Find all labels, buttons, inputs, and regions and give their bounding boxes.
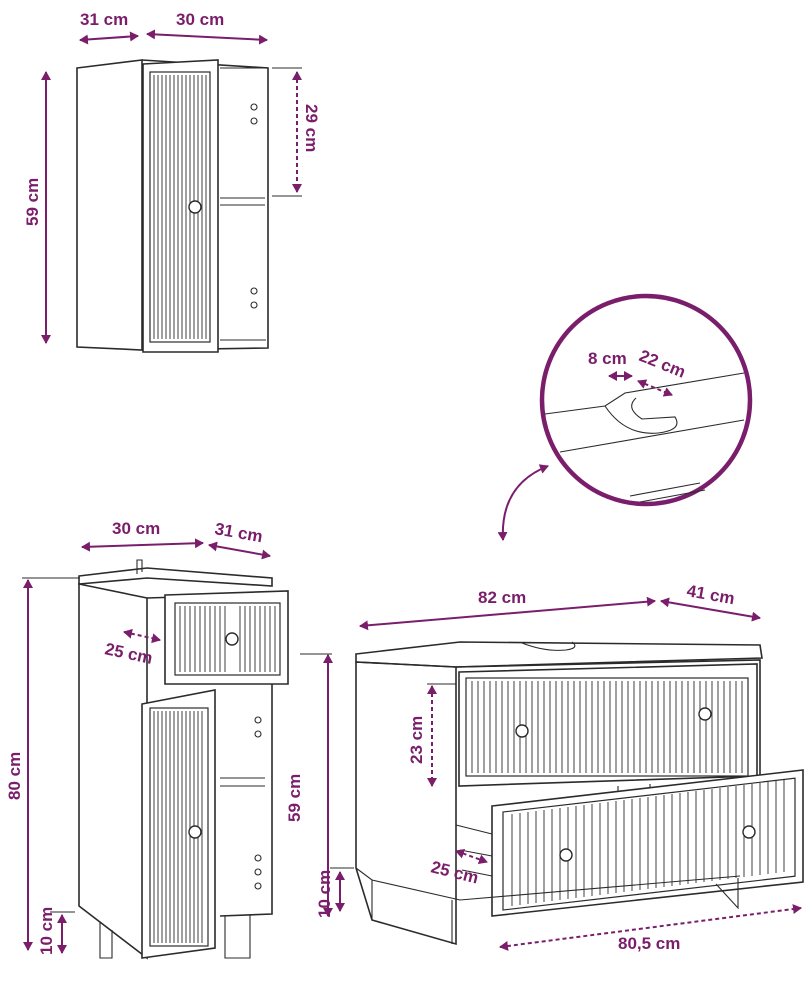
vanity-depth-label: 41 cm	[685, 581, 736, 608]
vanity-leg-height-label: 10 cm	[315, 870, 334, 918]
tall-cabinet-door-knob	[188, 825, 202, 839]
vanity-drawer-depth-label: 25 cm	[429, 857, 480, 887]
vanity-lower-drawer-knob-right	[742, 825, 756, 839]
tall-cabinet-drawer-knob	[225, 632, 239, 646]
vanity-drawer-height-label: 23 cm	[407, 716, 426, 764]
tall-cabinet-height-label: 80 cm	[5, 752, 24, 800]
curved-double-arrow-icon	[497, 464, 549, 541]
wall-cabinet-depth-label: 31 cm	[80, 10, 128, 29]
tall-cabinet-door-slats	[153, 711, 203, 943]
tall-cabinet-depth-label: 31 cm	[213, 519, 264, 546]
vanity-lower-drawer-knob-left	[559, 848, 573, 862]
wall-cabinet-knob	[188, 200, 202, 214]
vanity-lower-drawer-slats	[511, 780, 785, 906]
wall-cabinet-height-label: 59 cm	[23, 178, 42, 226]
tall-cabinet-width-label: 30 cm	[112, 519, 160, 538]
tall-cabinet-door-height-label: 59 cm	[285, 774, 304, 822]
vanity-upper-drawer-knob-left	[515, 724, 529, 738]
sink-cutout-detail: 8 cm 22 cm	[497, 293, 753, 541]
wall-cabinet-shelf-height-label: 29 cm	[302, 104, 321, 152]
vanity-width-label: 82 cm	[478, 588, 526, 607]
vanity-unit-drawing: 82 cm 41 cm 23 cm 25 cm 10 cm 80,5 cm	[315, 581, 804, 953]
vanity-upper-drawer-knob-right	[698, 707, 712, 721]
vanity-inner-width-label: 80,5 cm	[618, 934, 680, 953]
tall-cabinet-drawer-slats	[179, 606, 276, 672]
wall-cabinet-width-label: 30 cm	[176, 10, 224, 29]
wall-cabinet-drawing: 31 cm 30 cm 59 cm 29 cm	[23, 10, 321, 353]
detail-gap-width-label: 8 cm	[588, 349, 627, 368]
tall-cabinet-drawing: 30 cm 31 cm 25 cm 80 cm 59 cm 10 cm	[5, 519, 333, 960]
tall-cabinet-leg-height-label: 10 cm	[37, 907, 56, 955]
vanity-upper-drawer-slats	[471, 681, 743, 773]
